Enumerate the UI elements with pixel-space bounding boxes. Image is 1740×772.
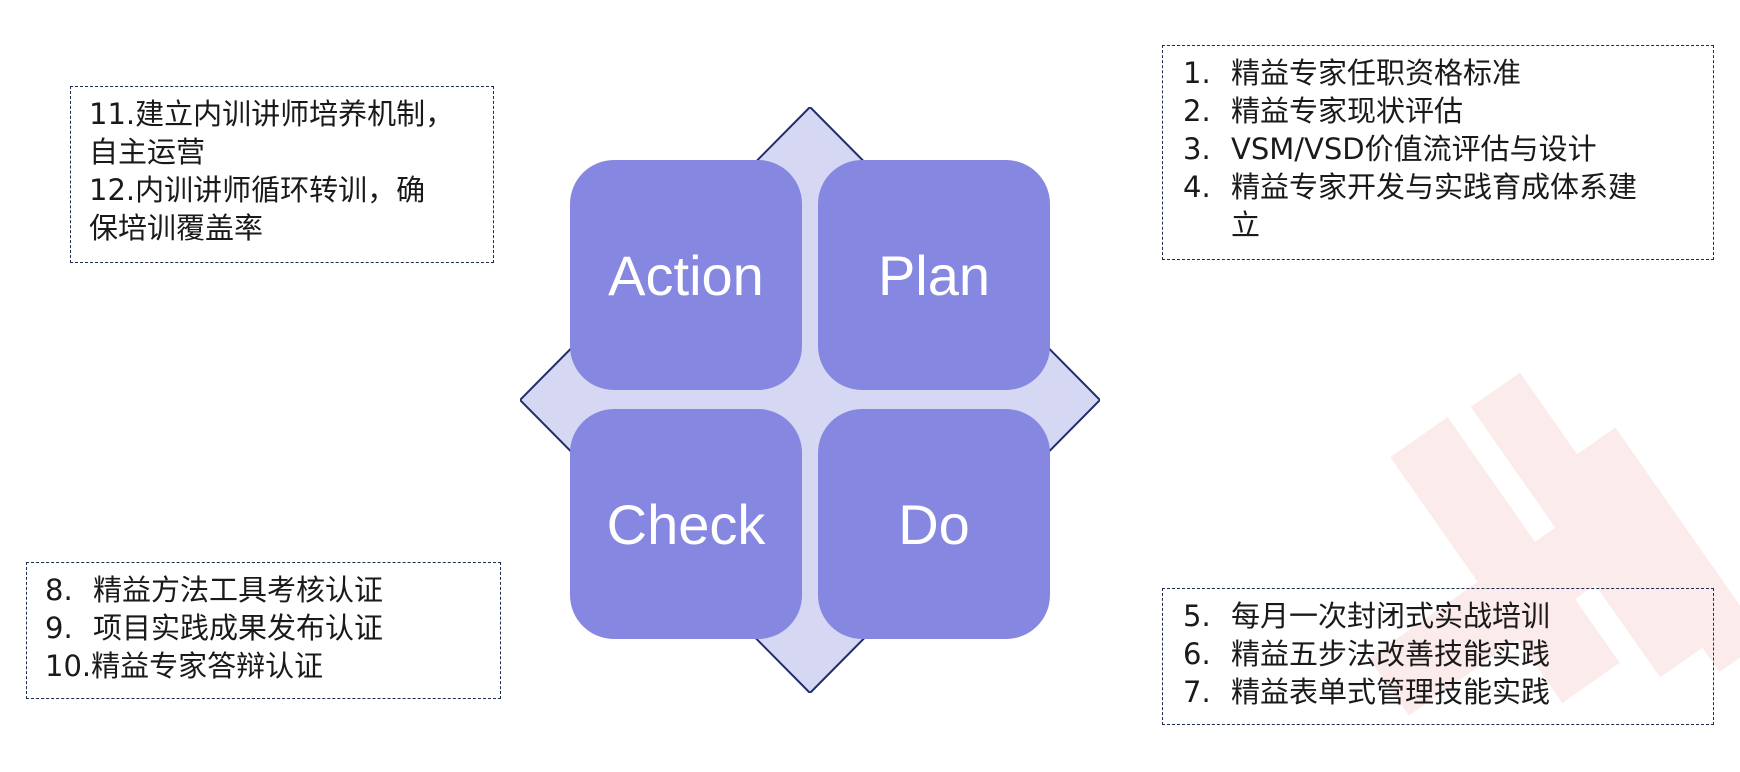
action-tile: Action [570,160,802,390]
check-item: 9. 项目实践成果发布认证 [45,609,383,647]
check-item-number: 10. [45,649,92,683]
do-item-number: 6. [1183,637,1211,671]
do-item: 7. 精益表单式管理技能实践 [1183,673,1550,711]
plan-item-number: 2. [1183,94,1211,128]
plan-item-text: 精益专家现状评估 [1231,94,1464,128]
pdca-cycle: Action Plan Check Do [520,107,1100,693]
do-item-number: 7. [1183,675,1211,709]
plan-item: 2. 精益专家现状评估 [1183,92,1463,130]
check-item-text: 项目实践成果发布认证 [93,611,384,645]
do-item: 6. 精益五步法改善技能实践 [1183,635,1550,673]
action-notes-box: 11.建立内训讲师培养机制， 自主运营 12.内训讲师循环转训，确 保培训覆盖率 [70,86,494,263]
check-item-text: 精益方法工具考核认证 [93,573,384,607]
check-tile: Check [570,409,802,639]
plan-tile: Plan [818,160,1050,390]
check-notes-box: 8. 精益方法工具考核认证 9. 项目实践成果发布认证 10.精益专家答辩认证 [26,562,501,699]
check-item: 8. 精益方法工具考核认证 [45,571,383,609]
action-note-line: 12.内训讲师循环转训，确 [89,173,426,207]
check-item-number: 9. [45,611,73,645]
action-note-line: 11.建立内训讲师培养机制， [89,97,455,131]
check-item-text: 精益专家答辩认证 [91,649,324,683]
plan-item: 1. 精益专家任职资格标准 [1183,54,1521,92]
plan-item-text: VSM/VSD价值流评估与设计 [1231,132,1597,166]
plan-item: 3. VSM/VSD价值流评估与设计 [1183,130,1597,168]
plan-item-number: 4. [1183,170,1211,204]
do-item-text: 精益五步法改善技能实践 [1231,637,1551,671]
action-note-line: 自主运营 [89,135,206,169]
plan-item: 4. 精益专家开发与实践育成体系建 [1183,168,1637,206]
plan-item-text: 精益专家任职资格标准 [1231,56,1522,90]
do-item-text: 每月一次封闭式实战培训 [1231,599,1551,633]
plan-item-number: 3. [1183,132,1211,166]
do-item-number: 5. [1183,599,1211,633]
do-item: 5. 每月一次封闭式实战培训 [1183,597,1550,635]
plan-notes-box: 1. 精益专家任职资格标准 2. 精益专家现状评估 3. VSM/VSD价值流评估与设… [1162,45,1714,260]
plan-item-text: 立 [1231,208,1261,242]
do-item-text: 精益表单式管理技能实践 [1231,675,1551,709]
do-tile: Do [818,409,1050,639]
check-item: 10.精益专家答辩认证 [45,647,323,685]
plan-item: 立 [1183,206,1260,244]
plan-item-text: 精益专家开发与实践育成体系建 [1231,170,1638,204]
check-item-number: 8. [45,573,73,607]
do-notes-box: 5. 每月一次封闭式实战培训 6. 精益五步法改善技能实践 7. 精益表单式管理技能实… [1162,588,1714,725]
action-note-line: 保培训覆盖率 [89,211,264,245]
plan-item-number: 1. [1183,56,1211,90]
